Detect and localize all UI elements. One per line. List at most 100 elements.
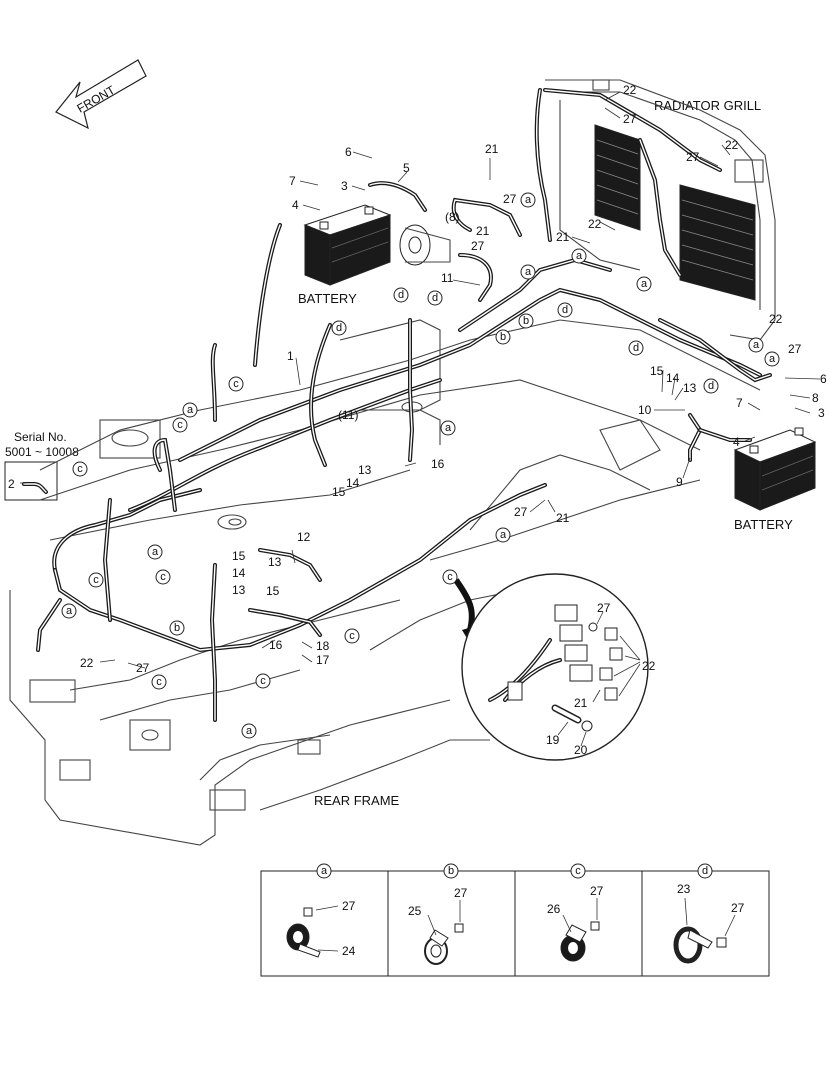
part-label-27c: 27 (623, 112, 637, 126)
svg-text:c: c (160, 571, 166, 583)
part-label-27a: 27 (503, 192, 517, 206)
clamp-callout-c: c (72, 461, 88, 477)
svg-text:c: c (260, 675, 266, 687)
part-label-22a: 22 (623, 83, 637, 97)
clamp-callout-a: a (147, 544, 163, 560)
svg-text:c: c (349, 630, 355, 642)
svg-text:a: a (641, 278, 648, 290)
legend-cell-a: a 27 24 (286, 863, 356, 958)
caption-rear-frame: REAR FRAME (314, 793, 400, 808)
legend-cell-d: d 27 23 (673, 863, 745, 964)
clamp-legend: a 27 24 b 27 25 c (260, 863, 770, 977)
part-label-27b: 27 (471, 239, 485, 253)
main-harness (36, 88, 772, 722)
clamp-callout-d: d (393, 287, 409, 303)
battery-relay (399, 224, 451, 266)
caption-radiator-grill: RADIATOR GRILL (654, 98, 761, 113)
svg-text:a: a (525, 266, 532, 278)
svg-text:a: a (66, 605, 73, 617)
part-label-27g: 27 (136, 661, 150, 675)
clamp-callout-a: a (571, 248, 587, 264)
svg-text:c: c (233, 378, 239, 390)
svg-text:b: b (523, 315, 529, 327)
legend-a-clamp: 24 (342, 944, 356, 958)
caption-battery-left: BATTERY (298, 291, 357, 306)
part-label-8: 8 (812, 391, 819, 405)
battery-right (733, 427, 817, 511)
clamp-callout-d: d (557, 302, 573, 318)
clamp-callout-c: c (228, 376, 244, 392)
serial-title: Serial No. (14, 430, 67, 444)
part-label-13c: 13 (268, 555, 282, 569)
svg-text:d: d (398, 289, 404, 301)
part-label-14c: 14 (232, 566, 246, 580)
legend-a-bolt: 27 (342, 899, 356, 913)
part-label-6: 6 (345, 145, 352, 159)
front-arrow: FRONT (55, 59, 147, 130)
clamp-callout-c: c (255, 673, 271, 689)
part-label-22b: 22 (725, 138, 739, 152)
rear-frame-outline (9, 319, 761, 846)
part-label-17: 17 (316, 653, 330, 667)
part-label-4b: 4 (733, 435, 740, 449)
clamp-callout-c: c (172, 417, 188, 433)
svg-text:c: c (156, 676, 162, 688)
part-label-14a: 14 (666, 371, 680, 385)
part-label-11: 11 (441, 271, 454, 285)
part-label-9: 9 (676, 475, 683, 489)
svg-text:a: a (500, 529, 507, 541)
legend-c-bolt: 27 (590, 884, 604, 898)
part-label-11-paren: (11) (338, 408, 358, 422)
clamp-callout-c: c (155, 569, 171, 585)
part-label-21c: 21 (556, 230, 570, 244)
svg-text:d: d (336, 322, 342, 334)
part-label-12: 12 (297, 530, 311, 544)
part-label-16b: 16 (269, 638, 283, 652)
leader-lines (20, 91, 821, 669)
clamp-callout-a: a (182, 402, 198, 418)
part-label-19: 19 (546, 733, 560, 747)
clamp-callout-a: a (440, 420, 456, 436)
legend-d-bolt: 27 (731, 901, 745, 915)
clamp-callout-a: a (636, 276, 652, 292)
clamp-callout-a: a (764, 351, 780, 367)
part-label-16a: 16 (431, 457, 445, 471)
caption-battery-right: BATTERY (734, 517, 793, 532)
clamp-callout-a: a (61, 603, 77, 619)
part-label-4: 4 (292, 198, 299, 212)
legend-letter-b: b (448, 865, 454, 877)
legend-c-clamp: 26 (547, 902, 561, 916)
part-label-27d: 27 (686, 150, 700, 164)
legend-letter-c: c (575, 865, 581, 877)
legend-d-clamp: 23 (677, 882, 691, 896)
part-label-20: 20 (574, 743, 588, 757)
part-label-15a: 15 (650, 364, 664, 378)
part-label-27f: 27 (514, 505, 528, 519)
part-labels: 6 5 7 3 4 (8) 11 21 21 21 27 27 22 27 22… (8, 83, 827, 757)
svg-text:c: c (177, 419, 183, 431)
clamp-callout-b: b (518, 313, 534, 329)
part-label-18: 18 (316, 639, 330, 653)
part-label-27e: 27 (788, 342, 802, 356)
detail-zoom (453, 573, 649, 761)
part-label-7b: 7 (736, 396, 743, 410)
legend-b-bolt: 27 (454, 886, 468, 900)
legend-cell-c: c 27 26 (547, 863, 604, 962)
part-label-2: 2 (8, 477, 15, 491)
legend-b-clamp: 25 (408, 904, 422, 918)
part-label-13d: 13 (232, 583, 246, 597)
clamp-callout-b: b (495, 329, 511, 345)
part-label-7: 7 (289, 174, 296, 188)
part-label-22d: 22 (769, 312, 783, 326)
part-label-3b: 3 (818, 406, 825, 420)
part-label-21d: 21 (556, 511, 570, 525)
clamp-callout-c: c (151, 674, 167, 690)
part-label-14b: 14 (346, 476, 360, 490)
radiator-grill (545, 79, 776, 341)
serial-range: 5001 ~ 10008 (5, 445, 79, 459)
part-label-10: 10 (638, 403, 652, 417)
part-label-21e: 21 (574, 696, 588, 710)
legend-letter-a: a (321, 865, 328, 877)
part-label-15b: 15 (332, 485, 346, 499)
